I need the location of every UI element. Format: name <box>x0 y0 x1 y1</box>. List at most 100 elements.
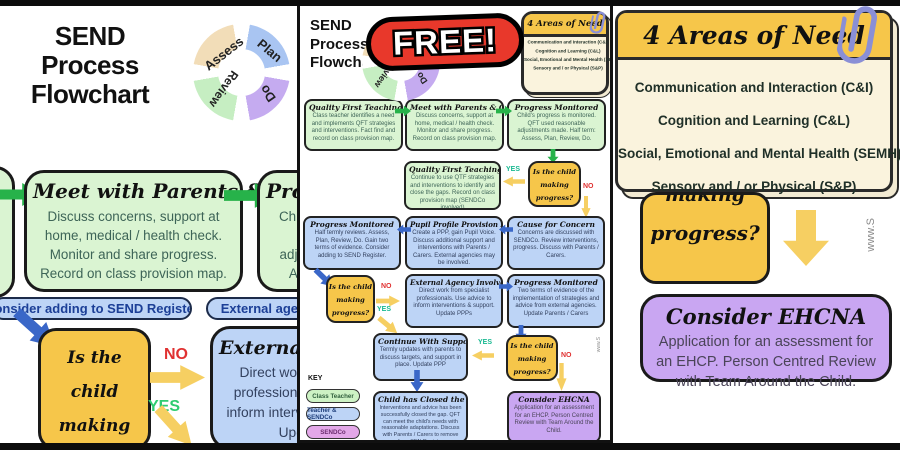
free-badge: FREE! <box>365 12 525 72</box>
decision-line: making <box>540 181 569 189</box>
box-body: Interventions and advice has been succes… <box>379 405 462 443</box>
box-body: Discuss concerns, support at home, medic… <box>412 113 497 142</box>
paperclip-icon <box>836 6 877 64</box>
title-line: SEND <box>54 21 126 51</box>
box-title: Quality First Teaching <box>409 165 501 174</box>
flow-box-qft1: Quality First Teaching Class teacher ide… <box>304 99 403 151</box>
card-items: Communication and Interaction (C&I) Cogn… <box>618 71 900 203</box>
card-header: 4 Areas of Need <box>618 13 890 60</box>
paperclip-icon <box>589 11 606 34</box>
flow-box-ehcna: Consider EHCNA Application for an assess… <box>507 391 601 440</box>
box-body: Termly updates with parents to discuss t… <box>379 347 462 369</box>
card-title: 4 Areas of Need <box>643 20 865 50</box>
watermark: www.S <box>596 337 602 353</box>
page-title: SEND Process Flowchart <box>2 22 178 109</box>
bottom-border-bar <box>0 443 900 450</box>
cycle-hole <box>218 49 265 96</box>
box-body: Child's progress is monitored. QFT used … <box>279 209 297 281</box>
pill-external-agencies: External agencies <box>206 297 297 320</box>
box-title: Progress Monitored <box>266 179 297 203</box>
key-teacher-sendco: Teacher & SENDCo <box>306 407 360 421</box>
area-item: Sensory and / or Physical (S&P) <box>533 65 603 71</box>
area-item: Cognition and Learning (C&L) <box>658 113 850 128</box>
arrow-no-to-external <box>150 365 205 390</box>
flow-box-ppp: Pupil Profile Provision Plan Create a PP… <box>405 216 503 270</box>
watermark: www.S <box>865 218 877 252</box>
area-item: Social, Emotional and Mental Health (SEM… <box>523 56 613 63</box>
mini-card-items: Communication and Interaction (C&I) Cogn… <box>523 38 613 73</box>
right-zoom-panel: 4 Areas of Need Communication and Intera… <box>613 6 900 444</box>
box-title: External Agency Involvement <box>410 278 501 287</box>
box-body: Concerns are discussed with SENDCo. Revi… <box>513 230 599 259</box>
box-body: Two terms of evidence of the implementat… <box>512 288 600 317</box>
key-label: KEY <box>308 375 323 382</box>
title-line: Flowchart <box>30 79 150 109</box>
decision-line: progress? <box>331 309 370 317</box>
box-title: Quality First Teaching <box>309 103 403 112</box>
box-body: Half termly reviews. Assess, Plan, Revie… <box>314 230 390 259</box>
decision-line: making <box>336 296 365 304</box>
yes-label: YES <box>377 306 392 313</box>
arrow-no-eai <box>376 295 400 307</box>
box-body: Direct work from specialist professional… <box>413 288 495 317</box>
decision-box-progress: Is the child making progress? <box>38 328 151 444</box>
key-sendco: SENDCo <box>306 425 360 439</box>
area-item: Communication and Interaction (C&I) <box>634 80 874 95</box>
flow-box-cws: Continue With Support Termly updates wit… <box>373 333 468 381</box>
arrow-qft1-meet <box>395 105 411 117</box>
arrow-no-ehcna <box>556 363 567 391</box>
area-item: Social, Emotional and Mental Health (SEM… <box>618 146 900 161</box>
box-body: Direct work from specialist professional… <box>226 365 297 440</box>
yes-label: YES <box>478 339 493 346</box>
box-title: Consider EHCNA <box>665 304 867 329</box>
no-label: NO <box>381 283 392 290</box>
area-item: Communication and Interaction (C&I) <box>527 39 609 45</box>
flow-box-concern: Cause for Concern Concerns are discussed… <box>507 216 605 270</box>
box-body: Class teacher identifies a need and impl… <box>311 113 396 142</box>
box-body: Continue to use QTF strategies and inter… <box>409 175 496 210</box>
flow-box-pm2: Progress Monitored Half termly reviews. … <box>303 216 401 270</box>
flow-box-gap: Child has Closed the Gap Interventions a… <box>373 391 468 443</box>
decision-box-3: Is the child making progress? <box>506 335 558 381</box>
yes-label: YES <box>506 166 521 173</box>
flow-box-partial-left <box>0 166 15 298</box>
arrow-concern-ppp <box>499 224 513 235</box>
mini-card-header: 4 Areas of Need <box>524 14 606 37</box>
arrow-ppp-pm2 <box>397 224 411 235</box>
box-title: Child has Closed the Gap <box>378 395 466 404</box>
arrow-to-ehcna <box>783 210 829 266</box>
arrow-eai-pm3 <box>499 281 513 292</box>
arrow-meet-pm1 <box>496 105 512 117</box>
title-line: SEND <box>310 17 352 34</box>
flow-box-meet-parents: Meet with Parents & Carers Discuss conce… <box>24 170 297 292</box>
area-item: Sensory and / or Physical (S&P) <box>651 179 857 194</box>
box-title: Continue With Support <box>378 337 468 346</box>
flow-box-ehcna-large: Consider EHCNA Application for an assess… <box>640 294 892 390</box>
box-title: External Agency Involvement <box>219 337 297 359</box>
arrow-yes-qft2 <box>503 176 525 187</box>
decision-box-2: Is the child making progress? <box>326 275 375 323</box>
no-label: NO <box>164 346 188 363</box>
decision-line: progress? <box>513 368 551 376</box>
box-body: Create a PPP, gain Pupil Voice. Discuss … <box>412 230 496 267</box>
flow-box-qft2: Quality First Teaching Continue to use Q… <box>404 161 501 210</box>
mini-card-title: 4 Areas of Need <box>527 19 603 29</box>
flow-box-eai: External Agency Involvement Direct work … <box>405 274 503 328</box>
assess-plan-do-review-cycle: Assess Plan Do Review <box>193 24 290 121</box>
box-title: Meet with Parents & Carers <box>33 179 297 203</box>
box-title: Consider EHCNA <box>518 395 590 404</box>
decision-box-1: Is the child making progress? <box>528 161 581 207</box>
decision-line: progress? <box>535 194 574 202</box>
no-label: NO <box>583 183 594 190</box>
flowchart-page: SEND Process Flowchart Review Do FREE! 4… <box>297 2 613 443</box>
decision-line: progress? <box>650 221 760 245</box>
box-title: Pupil Profile Provision Plan <box>410 220 501 229</box>
title-line: Process <box>310 35 369 53</box>
arrow-pm1-decision1 <box>547 149 559 163</box>
box-title: Progress Monitored <box>514 103 599 112</box>
areas-of-need-mini-card: 4 Areas of Need Communication and Intera… <box>521 11 613 95</box>
flow-box-pm3: Progress Monitored Two terms of evidence… <box>507 274 605 328</box>
box-body: Discuss concerns, support at home, medic… <box>40 209 227 281</box>
box-title: Cause for Concern <box>517 220 595 229</box>
